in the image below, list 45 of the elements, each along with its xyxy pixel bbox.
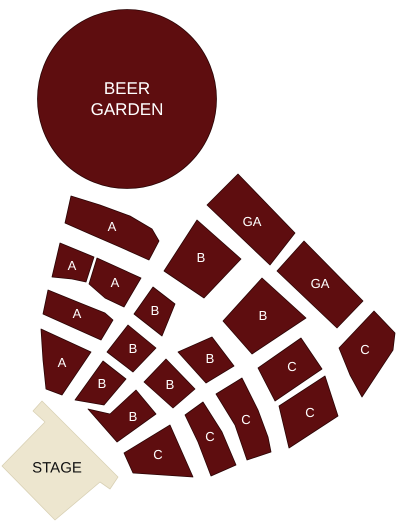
section-label: C [153, 446, 163, 464]
section-label: C [205, 428, 215, 446]
section-label: A [58, 354, 66, 372]
section-label: GA [310, 276, 330, 292]
section-label: C [360, 342, 370, 358]
seating-section [144, 359, 195, 408]
seating-section [185, 402, 236, 476]
seating-section [277, 241, 363, 328]
section-label: C [305, 404, 315, 422]
section-label: A [68, 258, 76, 274]
stage-label: STAGE [32, 460, 82, 478]
section-label: A [108, 218, 116, 236]
seating-section [52, 243, 94, 282]
beer-garden-area [37, 9, 217, 189]
section-label: B [258, 308, 268, 324]
seating-section [216, 378, 271, 460]
section-label: B [196, 250, 206, 266]
seating-section [339, 311, 395, 397]
section-label: C [287, 358, 297, 376]
seating-section [107, 325, 156, 372]
seating-section [41, 329, 91, 395]
section-label: A [110, 274, 120, 292]
seating-section [43, 290, 113, 340]
section-label: GA [242, 214, 262, 230]
section-label: B [128, 408, 138, 426]
seating-section [134, 287, 175, 336]
seating-section [178, 337, 234, 383]
section-label: B [166, 376, 174, 394]
seating-section [258, 338, 322, 401]
seating-section [223, 278, 306, 354]
seating-section [279, 376, 338, 448]
section-label: B [206, 350, 214, 368]
seating-section [89, 258, 141, 307]
area-label: BEER GARDEN [90, 78, 164, 120]
section-label: B [150, 302, 160, 320]
section-label: B [98, 376, 106, 392]
section-label: C [241, 412, 251, 428]
seating-section [164, 220, 241, 298]
seating-section [207, 174, 295, 265]
seating-section [75, 361, 126, 405]
seating-section [88, 390, 156, 442]
section-label: A [72, 306, 82, 322]
seating-section [124, 425, 193, 477]
section-label: B [128, 340, 138, 358]
stage-area [2, 401, 118, 520]
